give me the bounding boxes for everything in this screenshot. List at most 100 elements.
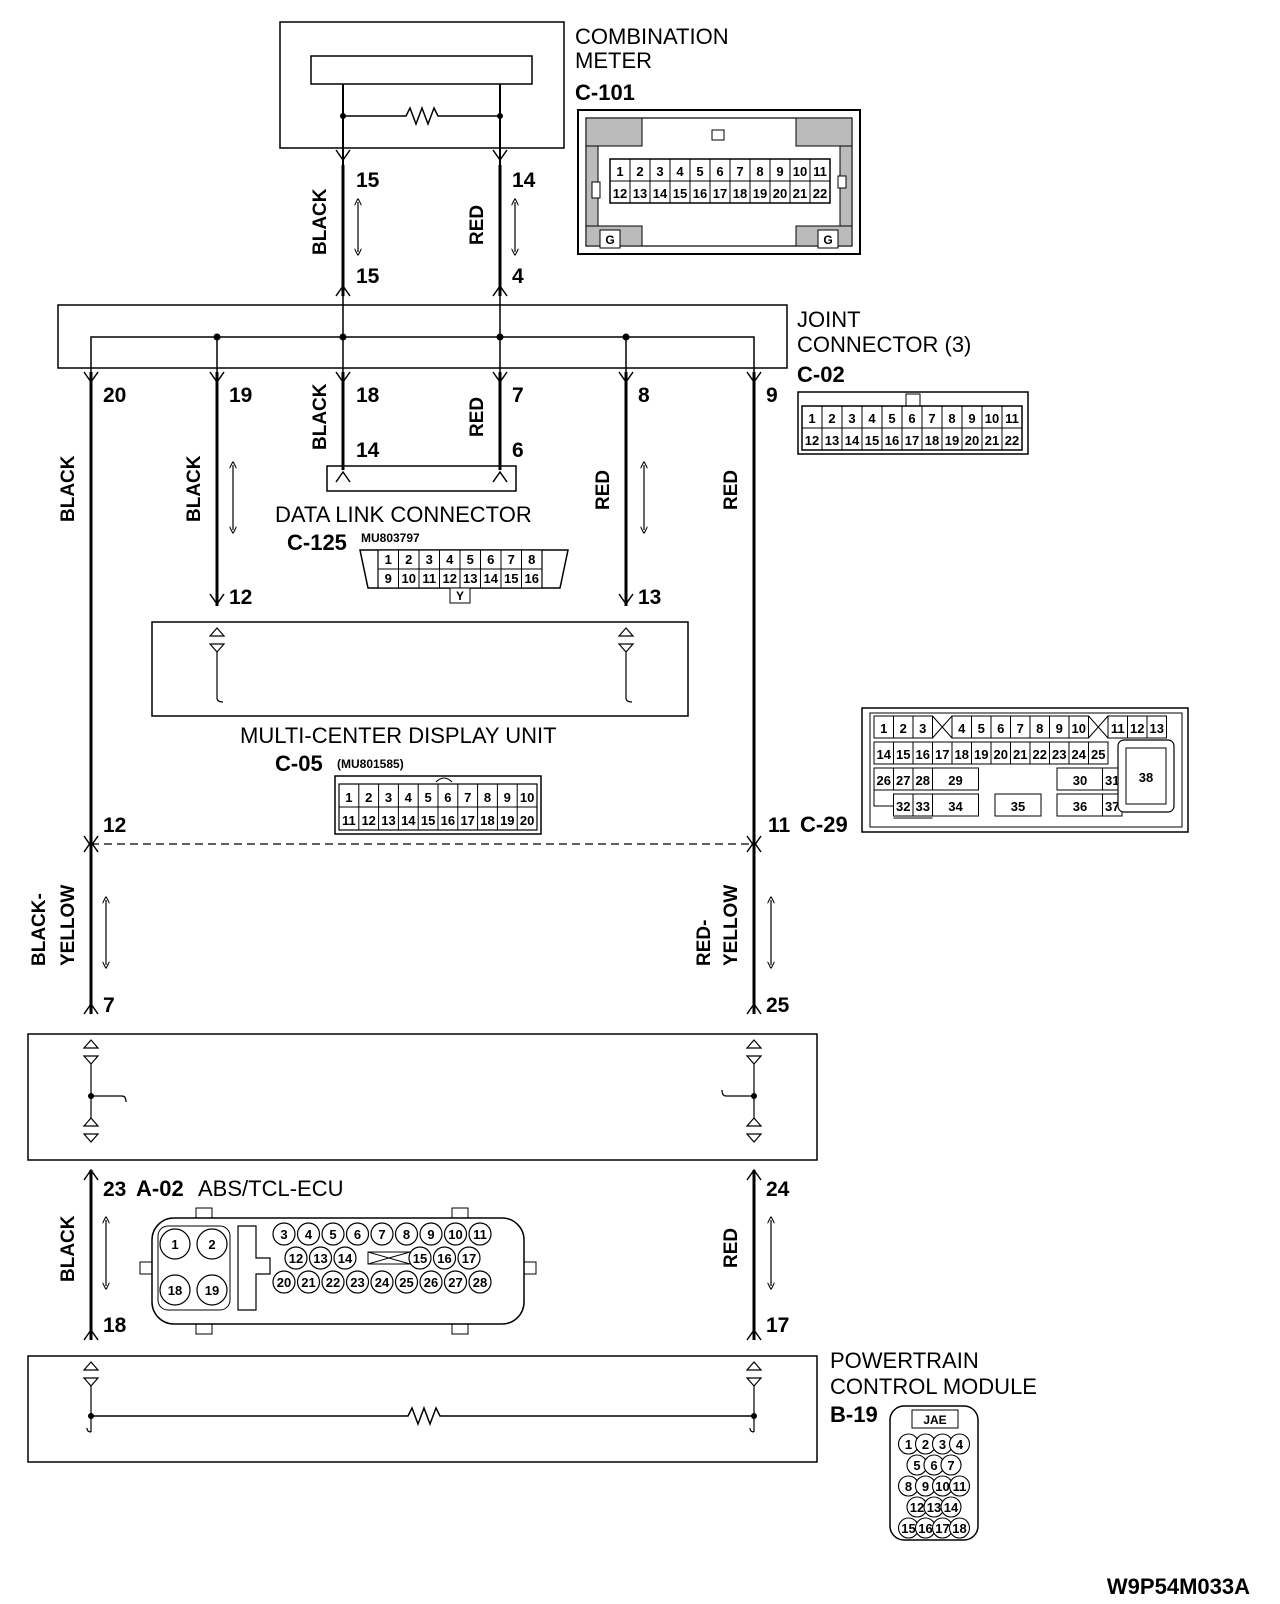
c29-pin-31: 31: [1105, 773, 1119, 788]
wire-red-yellow-1: RED-: [694, 920, 715, 966]
c101-code: C-101: [575, 80, 635, 105]
c125-pin-6: 6: [487, 552, 494, 567]
c101-pin-14: 14: [653, 186, 668, 201]
c29-pin-21: 21: [1013, 747, 1027, 762]
pin-dlc-14: 14: [356, 439, 380, 462]
c05-pin-4: 4: [405, 790, 413, 805]
b19-pin-15: 15: [901, 1521, 915, 1536]
c02-pin-16: 16: [885, 433, 899, 448]
c02-pin-11: 11: [1005, 411, 1019, 426]
a02-pin-6: 6: [354, 1227, 361, 1242]
b19-pin-1: 1: [905, 1437, 912, 1452]
multi-center-display-label: MULTI-CENTER DISPLAY UNIT: [240, 723, 557, 748]
c05-pin-6: 6: [444, 790, 451, 805]
a02-pin-3: 3: [280, 1227, 287, 1242]
a02-pin-10: 10: [448, 1227, 462, 1242]
a02-pin-21: 21: [301, 1275, 315, 1290]
c29-pin-23: 23: [1052, 747, 1066, 762]
c29-pin-7: 7: [1017, 721, 1024, 736]
a02-pin-19: 19: [205, 1283, 219, 1298]
data-link-connector-label: DATA LINK CONNECTOR: [275, 502, 532, 527]
c05-pin-7: 7: [464, 790, 471, 805]
c02-pin-21: 21: [985, 433, 999, 448]
a02-pin-13: 13: [313, 1251, 327, 1266]
b19-pin-2: 2: [922, 1437, 929, 1452]
pin-meter-15: 15: [356, 169, 380, 192]
c101-pin-12: 12: [613, 186, 627, 201]
c29-pin-19: 19: [974, 747, 988, 762]
c125-pin-12: 12: [443, 571, 457, 586]
wire-black-19: BLACK: [184, 455, 205, 522]
c05-pin-16: 16: [441, 813, 455, 828]
c29-pin-13: 13: [1150, 721, 1164, 736]
b19-pin-16: 16: [918, 1521, 932, 1536]
data-link-connector: 14 6 DATA LINK CONNECTOR C-125 MU803797 …: [275, 439, 569, 604]
c02-pin-7: 7: [928, 411, 935, 426]
c05-pin-19: 19: [500, 813, 514, 828]
joint-connector-label-2: CONNECTOR (3): [797, 332, 971, 357]
pin-jc-4: 4: [512, 265, 524, 288]
c101-pin-11: 11: [813, 164, 827, 179]
b19-pin-5: 5: [913, 1458, 920, 1473]
a02-pin-7: 7: [378, 1227, 385, 1242]
figure-id: W9P54M033A: [1107, 1574, 1250, 1599]
c125-pin-1: 1: [385, 552, 392, 567]
c29-pin-9: 9: [1056, 721, 1063, 736]
c29-pin-35: 35: [1011, 799, 1025, 814]
c05-pin-8: 8: [484, 790, 491, 805]
pin-jc-15: 15: [356, 265, 380, 288]
c101-pin-5: 5: [696, 164, 703, 179]
c29-pin-27: 27: [896, 773, 910, 788]
c29-pin-33: 33: [916, 799, 930, 814]
pin-mcd-12: 12: [229, 586, 252, 609]
b19-pin-9: 9: [922, 1479, 929, 1494]
a02-code: A-02: [136, 1176, 184, 1201]
pin-pcm-17: 17: [766, 1314, 789, 1337]
c05-pin-20: 20: [520, 813, 534, 828]
c29-pin-38: 38: [1139, 770, 1153, 785]
pin-meter-14: 14: [512, 169, 536, 192]
c125-pin-13: 13: [463, 571, 477, 586]
c05-pin-3: 3: [385, 790, 392, 805]
a02-pin-1: 1: [171, 1237, 178, 1252]
a02-pin-27: 27: [448, 1275, 462, 1290]
wire-black-meter: BLACK: [310, 188, 331, 255]
c125-pin-3: 3: [426, 552, 433, 567]
b19-pin-17: 17: [935, 1521, 949, 1536]
a02-pin-11: 11: [473, 1227, 487, 1242]
pin-abs-25: 25: [766, 994, 790, 1017]
c101-pin-2: 2: [636, 164, 643, 179]
a02-pin-23: 23: [350, 1275, 364, 1290]
pin-jc-18: 18: [356, 384, 380, 407]
joint-connector-label-1: JOINT: [797, 307, 861, 332]
a02-pin-22: 22: [326, 1275, 340, 1290]
b19-pin-8: 8: [905, 1479, 912, 1494]
c05-code: C-05: [275, 751, 323, 776]
pin-jc-9: 9: [766, 384, 778, 407]
c125-pin-9: 9: [385, 571, 392, 586]
c05-part-no: (MU801585): [337, 757, 404, 771]
meter-wires: 15 14 15 4 BLACK RED: [310, 149, 536, 297]
c05-pin-11: 11: [342, 813, 356, 828]
c29-pin-34: 34: [948, 799, 963, 814]
c29-pin-10: 10: [1072, 721, 1086, 736]
c29-pin-5: 5: [978, 721, 985, 736]
c05-pin-17: 17: [460, 813, 474, 828]
c101-pin-17: 17: [713, 186, 727, 201]
c29-pin-24: 24: [1072, 747, 1087, 762]
c125-pin-15: 15: [504, 571, 518, 586]
c101-pin-1: 1: [616, 164, 623, 179]
c29-pin-22: 22: [1033, 747, 1047, 762]
b19-pin-6: 6: [930, 1458, 937, 1473]
c02-pin-6: 6: [908, 411, 915, 426]
wire-red-8: RED: [593, 470, 614, 510]
c05-pin-2: 2: [365, 790, 372, 805]
pin-jc-19: 19: [229, 384, 252, 407]
pin-jc-7: 7: [512, 384, 524, 407]
b19-pin-12: 12: [910, 1500, 924, 1515]
c125-pin-16: 16: [525, 571, 539, 586]
